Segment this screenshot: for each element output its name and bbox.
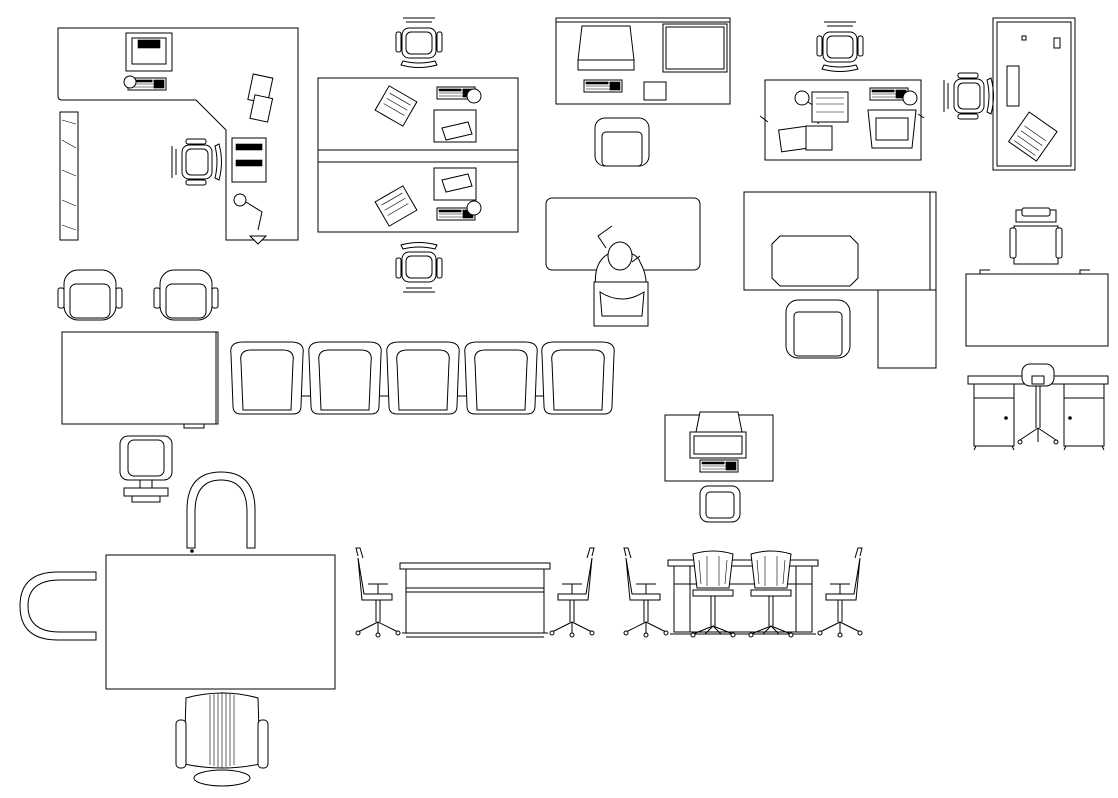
double-facing-computer-desks [317,17,519,293]
desk-with-monitor-and-chair [555,17,731,167]
small-computer-desk [664,411,774,523]
executive-chair [175,692,269,787]
seated-person-at-desk [545,197,701,327]
elevation-desk-with-chair [965,207,1109,451]
l-shaped-workstation [57,27,299,245]
side-table-with-laptop [943,17,1076,171]
desk-with-computer-chair [759,21,925,161]
row-of-lounge-chairs [230,341,615,415]
executive-desk-with-return [743,191,937,369]
conference-table-with-chairs [19,471,336,787]
table-with-two-chairs [57,269,219,503]
front-elevation-desk-with-chairs [623,547,863,638]
side-elevation-desk [355,547,595,638]
